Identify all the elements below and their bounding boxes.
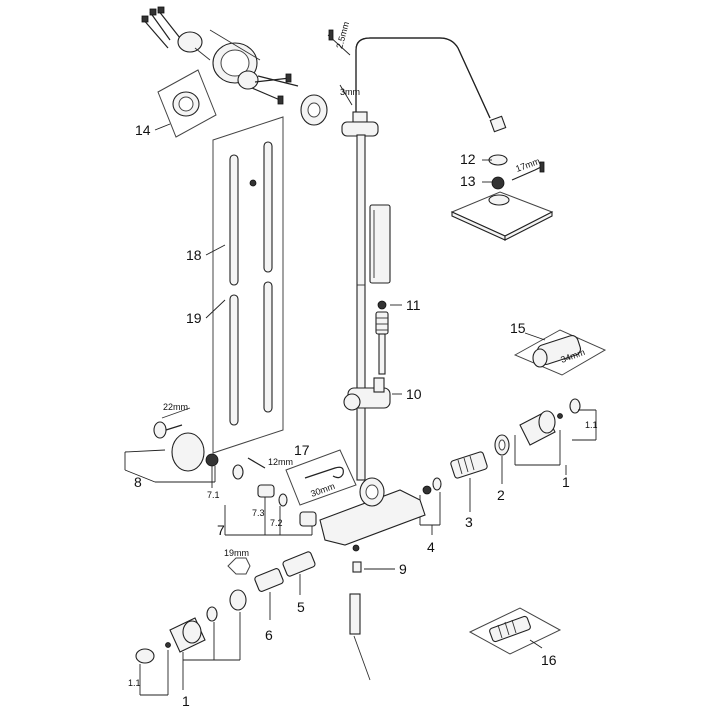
label-7-1: 7.1: [207, 490, 220, 500]
rail-panel: [205, 116, 284, 454]
shower-arm: [327, 29, 507, 133]
dim-17mm: 17mm: [514, 156, 541, 174]
label-5: 5: [297, 599, 305, 615]
label-6: 6: [265, 627, 273, 643]
label-4: 4: [427, 539, 435, 555]
label-7: 7: [217, 522, 225, 538]
label-9: 9: [399, 561, 407, 577]
label-13: 13: [460, 173, 476, 189]
part-3-cartridge: [450, 451, 488, 512]
dim-2-5mm: 2.5mm: [334, 21, 351, 50]
label-7-2: 7.2: [270, 518, 283, 528]
part-1-right-handle: [514, 398, 597, 475]
part-1-left-handle: [135, 589, 247, 696]
label-12: 12: [460, 151, 476, 167]
label-19: 19: [186, 310, 202, 326]
escutcheon-ring: [300, 94, 328, 126]
part-17-wrench: [285, 449, 357, 506]
hand-shower: [369, 204, 402, 375]
label-1-1-right: 1.1: [585, 420, 598, 430]
thermostat-body: [319, 477, 426, 681]
label-11: 11: [406, 297, 421, 313]
label-1-left: 1: [182, 693, 190, 709]
part-15-panel: [513, 329, 607, 376]
label-1-right: 1: [562, 474, 570, 490]
label-1-1-left: 1.1: [128, 678, 141, 688]
label-14: 14: [135, 122, 151, 138]
label-3: 3: [465, 514, 473, 530]
label-15: 15: [510, 320, 526, 336]
part-6-cartridge: [227, 557, 284, 620]
dim-19mm: 19mm: [224, 548, 249, 558]
part-8-escutcheon: [124, 407, 216, 483]
part-14-plate: [154, 69, 217, 138]
label-7-3: 7.3: [252, 508, 265, 518]
slider-10: [343, 377, 402, 411]
part-5-cartridge: [282, 551, 316, 595]
label-18: 18: [186, 247, 202, 263]
wall-mount-bracket: [141, 6, 299, 105]
label-10: 10: [406, 386, 422, 402]
dim-3mm: 3mm: [340, 87, 360, 97]
shower-pipe: [341, 111, 379, 481]
dim-22mm: 22mm: [163, 402, 188, 412]
part-16-panel: [468, 607, 562, 655]
dim-12mm: 12mm: [268, 457, 293, 467]
part-2-ring: [494, 434, 510, 484]
label-2: 2: [497, 487, 505, 503]
head-shower: [450, 154, 554, 241]
label-17: 17: [294, 442, 310, 458]
label-8: 8: [134, 474, 142, 490]
part-4-small-parts: [419, 477, 442, 535]
label-16: 16: [541, 652, 557, 668]
part-7-fittings: [205, 453, 317, 536]
